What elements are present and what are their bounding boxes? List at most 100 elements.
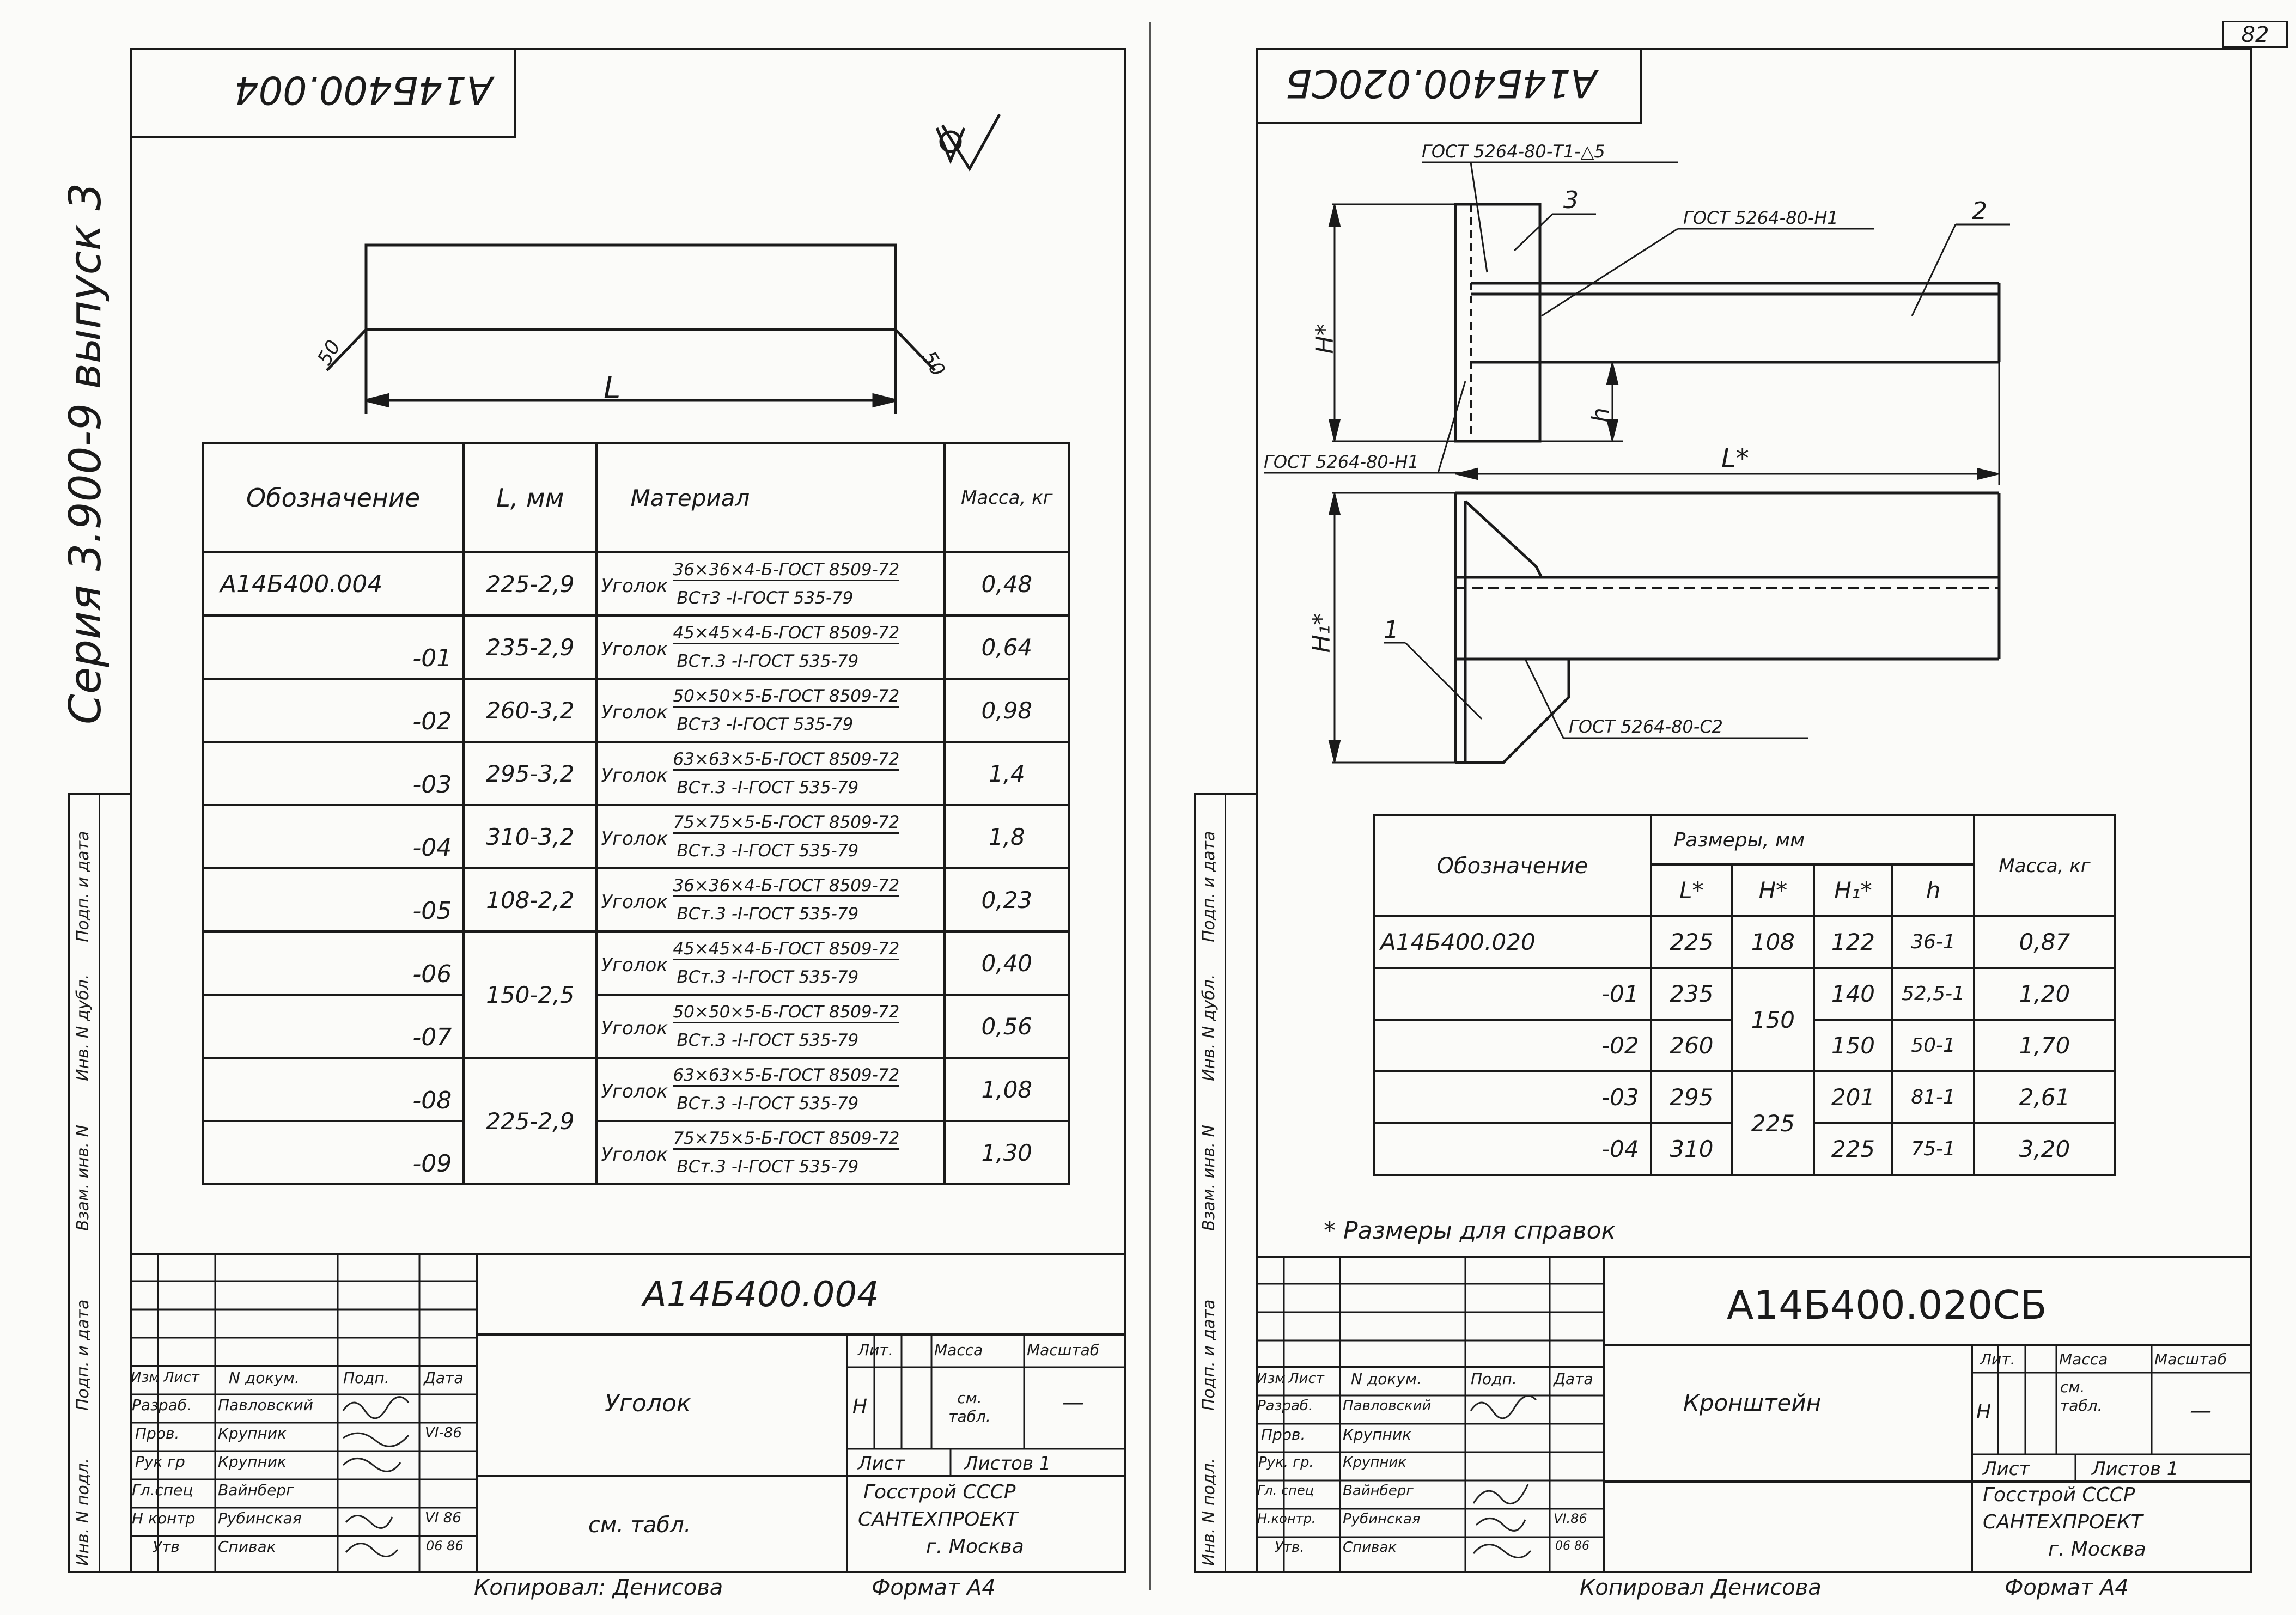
cell-code: -03 bbox=[1373, 1070, 1652, 1124]
right-stamp-org2: САНТЕХПРОЕКТ bbox=[1983, 1511, 2143, 1533]
cell-mass: 1,20 bbox=[1972, 967, 2117, 1021]
left-stamp-name: Уголок bbox=[605, 1389, 691, 1417]
cell-material: Уголок 63×63×5-Б-ГОСТ 8509-72 ВСт.3 -I-Г… bbox=[595, 1057, 946, 1122]
cell-code: -08 bbox=[201, 1057, 465, 1122]
right-role-name-4: Вайнберг bbox=[1343, 1483, 1414, 1499]
left-copied: Копировал: Денисова bbox=[474, 1575, 723, 1600]
left-stamp-code: A14Б400.004 bbox=[643, 1275, 879, 1315]
th-designation: Обозначение bbox=[201, 442, 465, 553]
left-role-6: Утв bbox=[153, 1538, 180, 1556]
material-prefix: Уголок bbox=[601, 1017, 668, 1039]
left-role-date-5: VI 86 bbox=[425, 1510, 461, 1526]
cell-code: -06 bbox=[201, 930, 465, 996]
table-row: -01 235 150 140 52,5-1 1,20 bbox=[1373, 967, 2117, 1072]
cell-hsmall: 75-1 bbox=[1891, 1122, 1975, 1176]
material-top: 63×63×5-Б-ГОСТ 8509-72 bbox=[673, 1065, 900, 1087]
right-stamp-org1: Госстрой СССР bbox=[1983, 1484, 2135, 1506]
th-hsmall: h bbox=[1891, 863, 1975, 917]
left-stamp-material: см. табл. bbox=[588, 1513, 691, 1538]
left-stamp-sheets: Листов 1 bbox=[964, 1453, 1051, 1474]
right-col-doc: N докум. bbox=[1351, 1370, 1422, 1388]
right-stamp-scale: — bbox=[2190, 1398, 2212, 1423]
right-role-2: Пров. bbox=[1261, 1425, 1306, 1443]
right-role-1: Разраб. bbox=[1257, 1398, 1313, 1414]
material-bottom: ВСт.3 -I-ГОСТ 535-79 bbox=[677, 1094, 859, 1113]
cell-l: 310 bbox=[1649, 1122, 1734, 1176]
right-stamp-scale-header: Масштаб bbox=[2154, 1350, 2227, 1368]
left-side-strip-line bbox=[99, 793, 100, 1573]
table-row: -08 225-2,9 Уголок 63×63×5-Б-ГОСТ 8509-7… bbox=[201, 1057, 1071, 1185]
material-top: 36×36×4-Б-ГОСТ 8509-72 bbox=[673, 560, 900, 581]
cell-l: 295 bbox=[1649, 1070, 1734, 1124]
material-prefix: Уголок bbox=[601, 828, 668, 850]
material-top: 50×50×5-Б-ГОСТ 8509-72 bbox=[673, 686, 900, 708]
right-spec-table: Обозначение Размеры, мм Масса, кг L* H* … bbox=[1373, 814, 2117, 1176]
material-bottom: ВСт.3 -I-ГОСТ 535-79 bbox=[677, 904, 859, 924]
cell-l: 225 bbox=[1649, 915, 1734, 969]
table-row: -02 260 150 50-1 1,70 bbox=[1373, 1019, 2117, 1072]
right-side-strip-line bbox=[1225, 793, 1226, 1573]
right-stamp-lit: Н bbox=[1976, 1401, 1992, 1423]
right-format: Формат А4 bbox=[2005, 1575, 2129, 1600]
left-format: Формат А4 bbox=[872, 1575, 996, 1600]
cell-length: 225-2,9 bbox=[462, 1057, 598, 1185]
cell-mass: 0,64 bbox=[943, 614, 1071, 680]
table-row: -02 260-3,2 Уголок 50×50×5-Б-ГОСТ 8509-7… bbox=[201, 678, 1071, 743]
page-number-box: 82 bbox=[2222, 21, 2288, 48]
cell-length: 310-3,2 bbox=[462, 804, 598, 869]
position-1: 1 bbox=[1384, 616, 1399, 644]
cell-hsmall: 36-1 bbox=[1891, 915, 1975, 969]
material-top: 50×50×5-Б-ГОСТ 8509-72 bbox=[673, 1002, 900, 1023]
cell-length: 235-2,9 bbox=[462, 614, 598, 680]
material-top: 63×63×5-Б-ГОСТ 8509-72 bbox=[673, 749, 900, 771]
cell-h1: 225 bbox=[1812, 1122, 1894, 1176]
th-mass: Масса, кг bbox=[1972, 814, 2117, 917]
right-col-list: Лист bbox=[1288, 1370, 1324, 1387]
right-role-date-5: VI.86 bbox=[1554, 1511, 1587, 1526]
sheet-divider bbox=[1149, 22, 1151, 1590]
table-row: -07 Уголок 50×50×5-Б-ГОСТ 8509-72 ВСт.3 … bbox=[201, 994, 1071, 1059]
cell-mass: 1,8 bbox=[943, 804, 1071, 869]
cell-length: 150-2,5 bbox=[462, 930, 598, 1059]
cell-l: 260 bbox=[1649, 1019, 1734, 1072]
left-role-name-6: Спивак bbox=[218, 1538, 276, 1556]
cell-hsmall: 52,5-1 bbox=[1891, 967, 1975, 1021]
material-top: 75×75×5-Б-ГОСТ 8509-72 bbox=[673, 813, 900, 834]
cell-code: -01 bbox=[201, 614, 465, 680]
material-top: 75×75×5-Б-ГОСТ 8509-72 bbox=[673, 1129, 900, 1150]
material-top: 45×45×4-Б-ГОСТ 8509-72 bbox=[673, 623, 900, 644]
cell-l: 235 bbox=[1649, 967, 1734, 1021]
left-stamp-org2: САНТЕХПРОЕКТ bbox=[858, 1508, 1018, 1531]
cell-material: Уголок 45×45×4-Б-ГОСТ 8509-72 ВСт.3 -I-Г… bbox=[595, 614, 946, 680]
table-row: A14Б400.020 225 108 122 36-1 0,87 bbox=[1373, 915, 2117, 969]
right-role-date-6: 06 86 bbox=[1555, 1539, 1589, 1553]
right-title-block bbox=[1256, 1256, 2252, 1573]
th-l: L* bbox=[1649, 863, 1734, 917]
material-prefix: Уголок bbox=[601, 891, 668, 913]
right-stamp-sheets: Листов 1 bbox=[2092, 1458, 2179, 1480]
left-spec-table: Обозначение L, мм Материал Масса, кг A14… bbox=[201, 442, 1071, 1185]
cell-length: 108-2,2 bbox=[462, 867, 598, 933]
material-bottom: ВСт.3 -I-ГОСТ 535-79 bbox=[677, 1031, 859, 1050]
right-stamp-org3: г. Москва bbox=[2048, 1538, 2146, 1561]
cell-length: 260-3,2 bbox=[462, 678, 598, 743]
table-row: -01 235-2,9 Уголок 45×45×4-Б-ГОСТ 8509-7… bbox=[201, 614, 1071, 680]
right-stamp-mass: см. табл. bbox=[2060, 1378, 2103, 1415]
left-stamp-sheet: Лист bbox=[858, 1453, 905, 1474]
left-role-4: Гл.спец bbox=[132, 1481, 193, 1499]
cell-mass: 1,70 bbox=[1972, 1019, 2117, 1072]
cell-code: -04 bbox=[201, 804, 465, 869]
left-col-date: Дата bbox=[424, 1369, 464, 1387]
left-role-name-1: Павловский bbox=[218, 1396, 313, 1414]
left-role-name-3: Крупник bbox=[218, 1453, 287, 1471]
material-prefix: Уголок bbox=[601, 954, 668, 976]
material-bottom: ВСт.3 -I-ГОСТ 535-79 bbox=[677, 778, 859, 797]
cell-material: Уголок 50×50×5-Б-ГОСТ 8509-72 ВСт.3 -I-Г… bbox=[595, 994, 946, 1059]
right-code-stamp-box bbox=[1256, 48, 1642, 124]
material-prefix: Уголок bbox=[601, 638, 668, 660]
cell-material: Уголок 63×63×5-Б-ГОСТ 8509-72 ВСт.3 -I-Г… bbox=[595, 741, 946, 806]
left-role-name-5: Рубинская bbox=[218, 1509, 302, 1527]
cell-material: Уголок 75×75×5-Б-ГОСТ 8509-72 ВСт.3 -I-Г… bbox=[595, 804, 946, 869]
